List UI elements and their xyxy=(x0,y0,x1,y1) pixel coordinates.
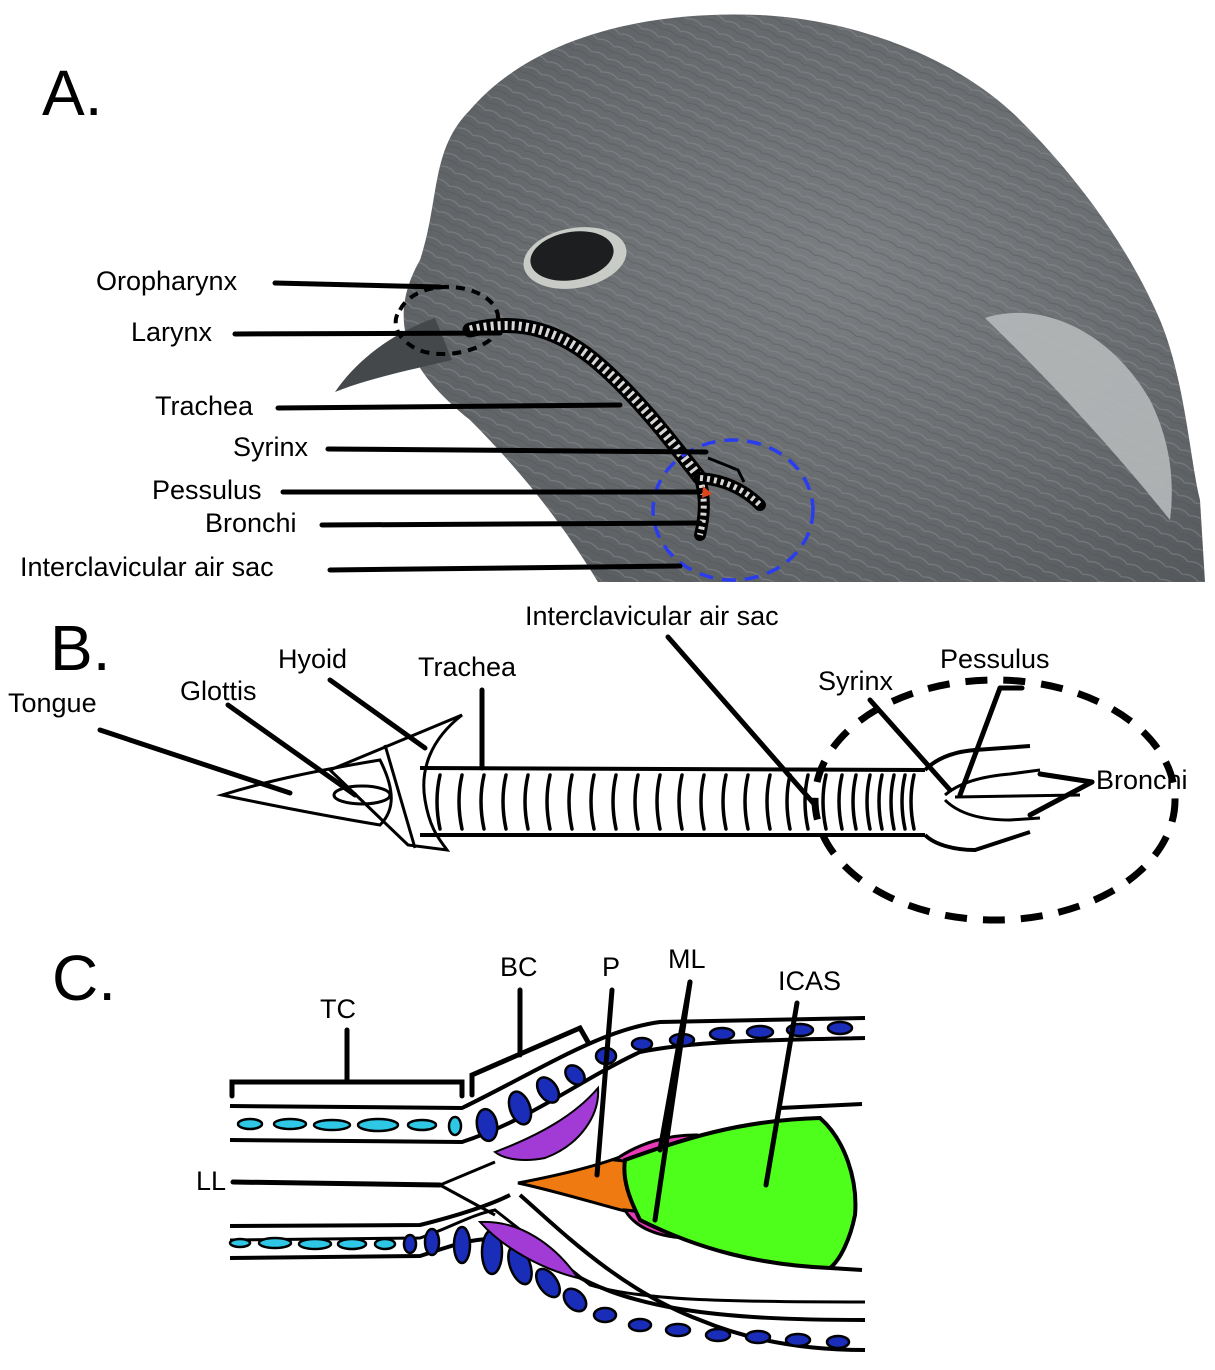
leader-ll xyxy=(233,1182,440,1185)
leader-p xyxy=(597,990,612,1175)
label-icas-a: Interclavicular air sac xyxy=(20,552,274,582)
label-icas-c: ICAS xyxy=(778,966,841,996)
leader-syrinx-a xyxy=(328,449,706,452)
interclavicular-air-sac-outline-b xyxy=(815,680,1175,920)
label-syrinx-b: Syrinx xyxy=(818,666,894,696)
tongue-drawing xyxy=(222,760,391,825)
panel-a-letter: A. xyxy=(42,57,102,129)
panel-c-letter: C. xyxy=(52,942,116,1014)
panel-b: B. xyxy=(8,601,1188,920)
label-larynx: Larynx xyxy=(131,317,213,347)
label-ll: LL xyxy=(196,1166,226,1196)
bracket-tc xyxy=(232,1030,462,1096)
leader-trachea-a xyxy=(278,405,620,408)
leader-hyoid xyxy=(330,680,425,748)
label-p: P xyxy=(602,952,620,982)
label-tongue: Tongue xyxy=(8,688,97,718)
leader-bronchi-b-2 xyxy=(1030,782,1092,815)
leader-bronchi-a xyxy=(322,523,700,525)
leader-bronchi-b-1 xyxy=(1040,774,1092,782)
label-pessulus-b: Pessulus xyxy=(940,644,1050,674)
panel-c: C. xyxy=(52,942,865,1350)
label-trachea-b: Trachea xyxy=(418,652,517,682)
label-hyoid: Hyoid xyxy=(278,644,347,674)
label-tc: TC xyxy=(320,994,356,1024)
panel-a: A. Oropharynx xyxy=(20,14,1205,582)
leader-tongue xyxy=(100,730,290,793)
label-syrinx-a: Syrinx xyxy=(233,432,309,462)
leader-glottis xyxy=(228,705,355,795)
panel-b-letter: B. xyxy=(50,612,110,684)
label-bc: BC xyxy=(500,952,538,982)
leader-icas-b xyxy=(668,637,815,805)
label-oropharynx: Oropharynx xyxy=(96,266,238,296)
bird-photo xyxy=(335,14,1205,582)
leader-larynx xyxy=(235,333,500,334)
trachea-drawing-b xyxy=(420,768,925,835)
label-bronchi-a: Bronchi xyxy=(205,508,297,538)
label-ml: ML xyxy=(668,944,706,974)
pessulus-drawing xyxy=(518,1155,640,1215)
label-glottis: Glottis xyxy=(180,676,257,706)
label-pessulus-a: Pessulus xyxy=(152,475,262,505)
label-icas-b: Interclavicular air sac xyxy=(525,601,779,631)
label-bronchi-b: Bronchi xyxy=(1096,765,1188,795)
label-trachea-a: Trachea xyxy=(155,391,254,421)
